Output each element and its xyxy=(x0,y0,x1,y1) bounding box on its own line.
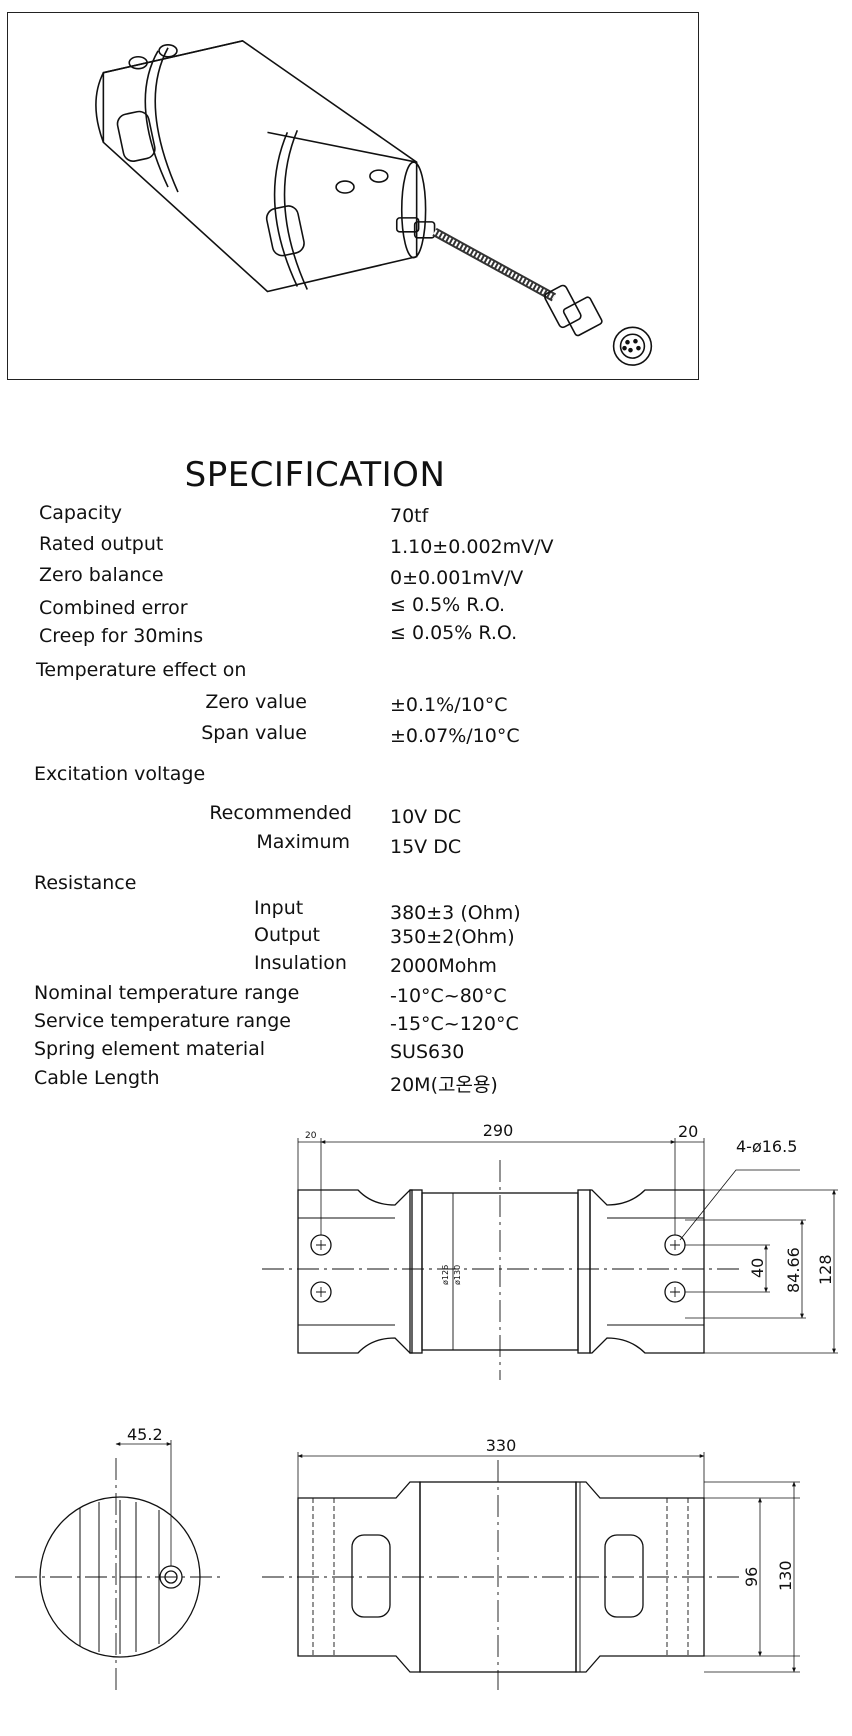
dim-diameter-inner: ø126 xyxy=(441,1265,450,1285)
spec-value-zero-balance: 0±0.001mV/V xyxy=(390,567,524,589)
spec-label-capacity: Capacity xyxy=(39,502,123,524)
dim-top-width: 290 xyxy=(483,1121,514,1140)
dim-side-length: 330 xyxy=(486,1436,517,1455)
spec-value-recommended: 10V DC xyxy=(390,806,462,828)
spec-label-material: Spring element material xyxy=(34,1038,266,1060)
spec-label-rated-output: Rated output xyxy=(39,533,164,555)
spec-value-cable-length: 20M(고온용) xyxy=(390,1074,498,1096)
spec-value-service-temp: -15°C~120°C xyxy=(390,1013,519,1035)
spec-value-insulation: 2000Mohm xyxy=(390,955,497,977)
dim-diameter-outer: ø130 xyxy=(453,1265,462,1285)
spec-value-zero-value: ±0.1%/10°C xyxy=(390,694,508,716)
spec-label-maximum: Maximum xyxy=(256,831,350,853)
spec-label-creep: Creep for 30mins xyxy=(39,625,204,647)
dim-top-right: 20 xyxy=(678,1122,698,1141)
spec-label-insulation: Insulation xyxy=(254,952,347,974)
spec-label-zero-balance: Zero balance xyxy=(39,564,164,586)
top-view-drawing xyxy=(262,1138,838,1380)
spec-value-span-value: ±0.07%/10°C xyxy=(390,725,520,747)
dim-flat-width: 84.66 xyxy=(784,1247,803,1293)
spec-value-nominal-temp: -10°C~80°C xyxy=(390,985,507,1007)
spec-value-input: 380±3 (Ohm) xyxy=(390,902,521,924)
load-cell-illustration xyxy=(95,39,653,366)
side-view-drawing xyxy=(262,1452,800,1690)
dim-top-small: 20 xyxy=(305,1131,317,1141)
spec-label-input: Input xyxy=(254,897,304,919)
dim-total-height: 130 xyxy=(776,1560,795,1591)
dim-end-offset: 45.2 xyxy=(127,1425,163,1444)
dim-total-width: 128 xyxy=(816,1254,835,1285)
spec-label-cable-length: Cable Length xyxy=(34,1067,160,1089)
spec-value-output: 350±2(Ohm) xyxy=(390,926,515,948)
product-image-frame xyxy=(7,12,699,380)
spec-value-combined-error: ≤ 0.5% R.O. xyxy=(390,594,506,616)
spec-label-service-temp: Service temperature range xyxy=(34,1010,291,1032)
dim-holes: 4-ø16.5 xyxy=(736,1137,797,1156)
spec-label-excitation-voltage: Excitation voltage xyxy=(34,763,206,785)
end-view-drawing xyxy=(15,1440,220,1690)
spec-label-nominal-temp: Nominal temperature range xyxy=(34,982,300,1004)
dim-inner-height: 96 xyxy=(742,1567,761,1587)
spec-value-creep: ≤ 0.05% R.O. xyxy=(390,622,518,644)
spec-value-material: SUS630 xyxy=(390,1041,465,1063)
spec-value-rated-output: 1.10±0.002mV/V xyxy=(390,536,554,558)
spec-value-maximum: 15V DC xyxy=(390,836,462,858)
spec-value-capacity: 70tf xyxy=(390,505,429,527)
page-title: SPECIFICATION xyxy=(184,454,446,495)
spec-label-recommended: Recommended xyxy=(209,802,352,824)
spec-label-output: Output xyxy=(254,924,320,946)
dim-hole-spacing: 40 xyxy=(748,1258,767,1278)
spec-label-combined-error: Combined error xyxy=(39,597,188,619)
spec-label-span-value: Span value xyxy=(201,722,307,744)
spec-label-temperature-effect: Temperature effect on xyxy=(36,659,247,681)
spec-label-resistance: Resistance xyxy=(34,872,137,894)
spec-label-zero-value: Zero value xyxy=(205,691,307,713)
